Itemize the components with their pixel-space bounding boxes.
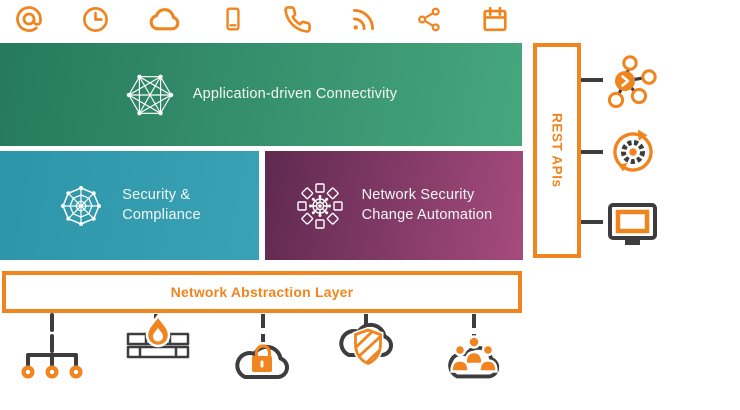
connector-line xyxy=(581,150,603,154)
application-connectivity-label: Application-driven Connectivity xyxy=(192,85,398,102)
monitor-icon xyxy=(608,203,657,245)
network-tree-icon xyxy=(21,313,83,379)
network-abstraction-layer-box: Network Abstraction Layer xyxy=(2,271,522,313)
connector-line xyxy=(472,314,476,338)
channel-icons-row xyxy=(14,3,510,35)
network-security-change-automation-label: Network Security Change Automation xyxy=(361,186,493,223)
connector-line xyxy=(261,314,265,342)
cloud-shield-icon xyxy=(339,322,393,367)
cloud-users-icon xyxy=(448,335,500,379)
web-icon xyxy=(61,185,102,226)
calendar-icon xyxy=(483,6,507,31)
automation-sync-icon xyxy=(613,129,653,172)
network-abstraction-layer-label: Network Abstraction Layer xyxy=(170,284,354,300)
share-icon xyxy=(417,7,440,31)
connector-line xyxy=(581,220,603,224)
application-connectivity-box: Application-driven Connectivity xyxy=(0,43,522,146)
mesh-network-icon xyxy=(126,74,174,115)
gear-web-icon xyxy=(296,182,343,229)
firewall-icon xyxy=(126,313,190,359)
cloud-lock-icon xyxy=(235,344,289,379)
mobile-icon xyxy=(226,7,240,31)
api-hub-icon xyxy=(607,55,657,108)
rest-apis-bar: REST APIs xyxy=(533,43,581,258)
security-compliance-label: Security & Compliance xyxy=(122,186,201,223)
security-compliance-box: Security & Compliance xyxy=(0,151,259,260)
rss-icon xyxy=(353,8,375,30)
network-security-change-automation-box: Network Security Change Automation xyxy=(265,151,523,260)
connector-line xyxy=(581,78,603,82)
connector-line xyxy=(364,314,368,325)
cloud-icon xyxy=(149,8,179,31)
phone-icon xyxy=(284,5,312,33)
clock-icon xyxy=(83,6,109,32)
rest-apis-label: REST APIs xyxy=(549,113,565,188)
at-icon xyxy=(16,6,42,32)
